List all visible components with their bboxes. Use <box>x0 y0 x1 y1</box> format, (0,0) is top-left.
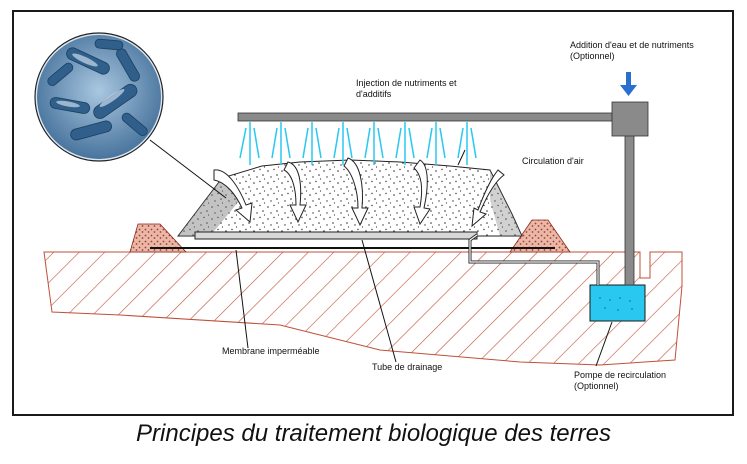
spray-nozzles <box>239 122 477 165</box>
water-input-arrow <box>620 72 637 96</box>
injection-pipe <box>237 112 613 122</box>
label-air-circulation: Circulation d'air <box>522 156 584 166</box>
label-impermeable-membrane: Membrane imperméable <box>222 346 320 356</box>
mixing-box <box>611 101 649 137</box>
soil-ground <box>43 251 683 366</box>
drainage-tube <box>194 231 478 240</box>
leader-lines <box>149 139 613 367</box>
riser-pipe <box>624 134 635 286</box>
label-drainage-tube: Tube de drainage <box>372 362 443 372</box>
figure-caption: Principes du traitement biologique des t… <box>136 420 611 447</box>
right-berm <box>509 219 571 253</box>
microbe-inset <box>34 32 164 162</box>
label-water-addition: Addition d'eau et de nutriments (Optionn… <box>570 40 694 61</box>
air-circulation-arrows <box>213 157 505 228</box>
recirculation-basin <box>589 284 646 322</box>
label-recirculation-pump: Pompe de recirculation (Optionnel) <box>574 370 667 391</box>
left-berm <box>129 223 187 253</box>
label-nutrient-injection: Injection de nutriments et d'additifs <box>356 78 457 99</box>
soil-pile <box>176 159 523 237</box>
